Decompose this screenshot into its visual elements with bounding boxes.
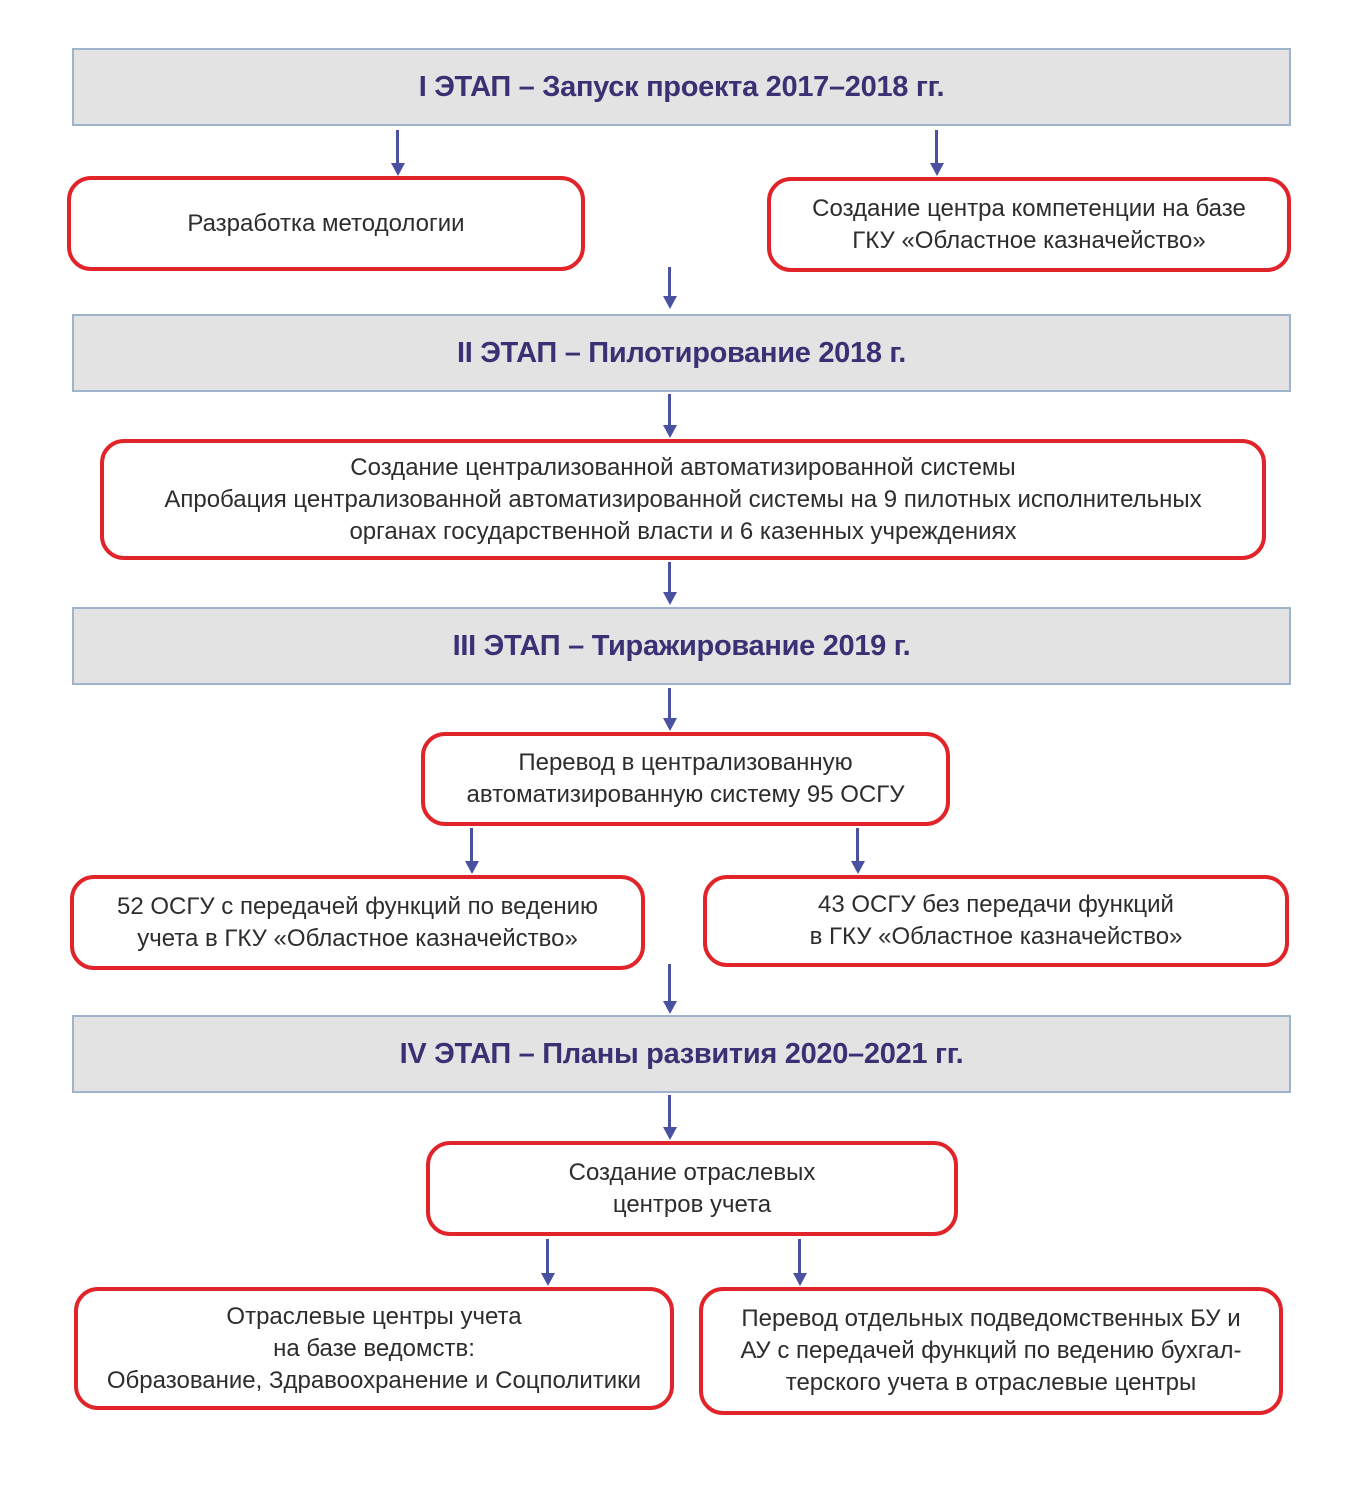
box-centralized-system-line2: Апробация централизованной автоматизиров… xyxy=(164,485,1202,513)
box-52-osgu-line2: учета в ГКУ «Областное казначейство» xyxy=(137,924,578,952)
box-transfer-bu-au-line2: АУ с передачей функций по ведению бухгал… xyxy=(740,1337,1242,1364)
box-52-osgu: 52 ОСГУ с передачей функций по ведению у… xyxy=(70,875,645,970)
box-branch-centers-creation: Создание отраслевых центров учета xyxy=(426,1141,958,1236)
box-branch-centers-departments: Отраслевые центры учета на базе ведомств… xyxy=(74,1287,674,1410)
stage3-header-label: III ЭТАП – Тиражирование 2019 г. xyxy=(452,629,911,662)
box-transfer-95-osgu-line1: Перевод в централизованную xyxy=(518,749,853,776)
box-branch-centers-departments-line3: Образование, Здравоохранение и Соцполити… xyxy=(106,1366,642,1394)
box-competence-center-line1: Создание центра компетенции на базе xyxy=(812,194,1246,222)
box-transfer-95-osgu-line2: автоматизированную систему 95 ОСГУ xyxy=(466,781,905,808)
arrow-stage2-to-header3 xyxy=(662,562,677,605)
box-competence-center-line2: ГКУ «Областное казначейство» xyxy=(852,226,1206,254)
stage2-header-label: II ЭТАП – Пилотирование 2018 г. xyxy=(456,336,907,369)
stage1-header-bar: I ЭТАП – Запуск проекта 2017–2018 гг. xyxy=(72,48,1291,126)
arrow-header1-to-methodology xyxy=(390,130,405,176)
box-43-osgu: 43 ОСГУ без передачи функций в ГКУ «Обла… xyxy=(703,875,1289,967)
box-transfer-bu-au-line1: Перевод отдельных подведомственных БУ и xyxy=(741,1305,1241,1332)
arrow-header2-to-centralized-system xyxy=(662,394,677,438)
box-methodology-development: Разработка методологии xyxy=(67,176,585,271)
arrow-transfer-to-43-osgu xyxy=(850,828,865,874)
stage4-header-label: IV ЭТАП – Планы развития 2020–2021 гг. xyxy=(399,1037,964,1070)
stage3-header-bar: III ЭТАП – Тиражирование 2019 г. xyxy=(72,607,1291,685)
box-transfer-bu-au-line3: терского учета в отраслевые центры xyxy=(785,1369,1197,1396)
arrow-header1-to-competence-center xyxy=(929,130,944,176)
box-transfer-bu-au: Перевод отдельных подведомственных БУ и … xyxy=(699,1287,1283,1415)
box-centralized-system-line1: Создание централизованной автоматизирова… xyxy=(350,453,1016,481)
arrow-header3-to-transfer-95-osgu xyxy=(662,688,677,731)
arrow-stage3-to-header4 xyxy=(662,964,677,1014)
box-methodology-development-line1: Разработка методологии xyxy=(187,209,465,237)
arrow-branch-centers-to-departments xyxy=(540,1239,555,1286)
stage2-header-bar: II ЭТАП – Пилотирование 2018 г. xyxy=(72,314,1291,392)
box-43-osgu-line2: в ГКУ «Областное казначейство» xyxy=(809,923,1183,950)
stage1-header-label: I ЭТАП – Запуск проекта 2017–2018 гг. xyxy=(418,70,945,103)
box-transfer-95-osgu: Перевод в централизованную автоматизиров… xyxy=(421,732,950,826)
stage4-header-bar: IV ЭТАП – Планы развития 2020–2021 гг. xyxy=(72,1015,1291,1093)
box-competence-center: Создание центра компетенции на базе ГКУ … xyxy=(767,177,1291,272)
arrow-header4-to-branch-centers xyxy=(662,1095,677,1140)
box-branch-centers-departments-line2: на базе ведомств: xyxy=(273,1334,475,1362)
arrow-stage1-to-header2 xyxy=(662,267,677,309)
box-52-osgu-line1: 52 ОСГУ с передачей функций по ведению xyxy=(117,892,598,920)
box-branch-centers-creation-line2: центров учета xyxy=(612,1190,772,1218)
box-branch-centers-creation-line1: Создание отраслевых xyxy=(568,1158,816,1186)
box-centralized-system: Создание централизованной автоматизирова… xyxy=(100,439,1266,560)
box-branch-centers-departments-line1: Отраслевые центры учета xyxy=(226,1302,522,1330)
box-centralized-system-line3: органах государственной власти и 6 казен… xyxy=(349,517,1017,545)
arrow-branch-centers-to-bu-au xyxy=(792,1239,807,1286)
arrow-transfer-to-52-osgu xyxy=(464,828,479,874)
box-43-osgu-line1: 43 ОСГУ без передачи функций xyxy=(818,891,1174,918)
